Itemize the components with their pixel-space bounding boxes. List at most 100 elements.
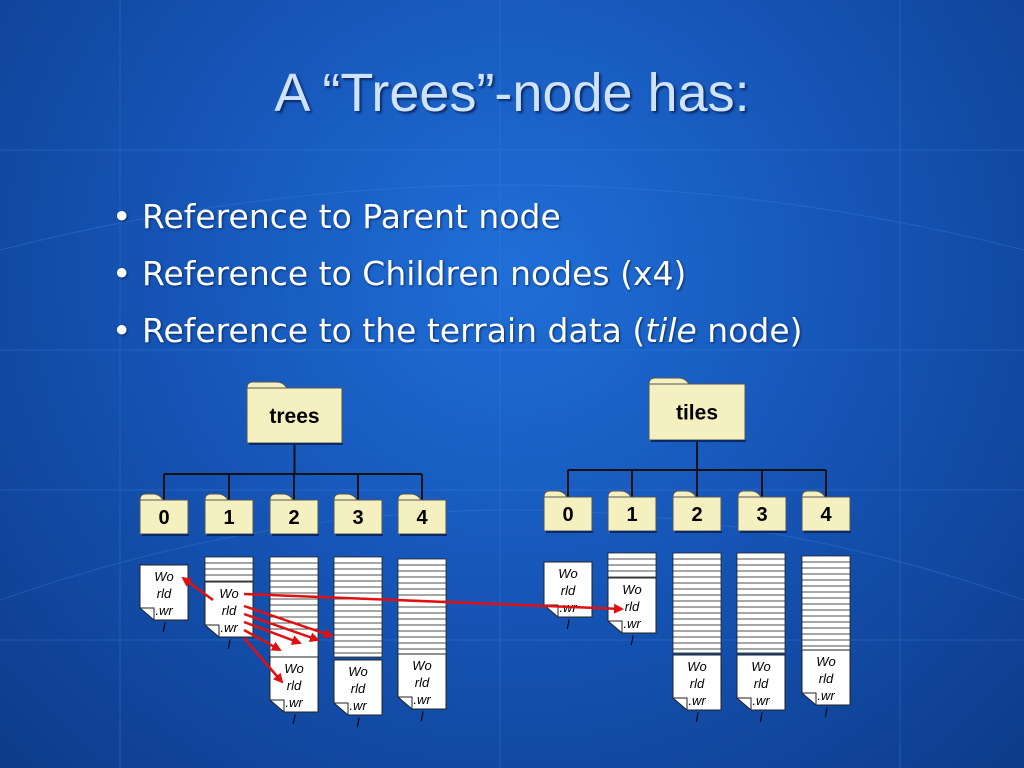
document-label: l: [760, 710, 764, 725]
document-page: [607, 577, 657, 634]
document-label: Wo: [284, 661, 304, 676]
document-label: Wo: [751, 659, 771, 674]
stacked-page: [397, 648, 447, 655]
tiles-child-folder-4: 4: [801, 490, 851, 533]
bullet-text-suffix: node): [696, 311, 803, 350]
document-label: rld: [287, 678, 302, 693]
folder-body: [204, 499, 254, 535]
tiles-file-3: Wo rld .wr l: [736, 654, 786, 725]
tiles-stack-4: [801, 555, 851, 655]
folder-label: tiles: [676, 402, 718, 425]
document-fold: [270, 699, 285, 712]
folder-body: [672, 496, 722, 532]
bullet-dot: •: [112, 254, 132, 293]
folder-label: 2: [691, 504, 702, 526]
document-fold: [802, 692, 817, 705]
document-label: l: [567, 617, 571, 632]
trees-stack-3: [333, 556, 383, 658]
tiles-root-folder: tiles: [648, 377, 746, 442]
document-label: rld: [754, 676, 769, 691]
document-label: Wo: [348, 664, 368, 679]
bullet-dot: •: [112, 311, 132, 350]
document-page: [543, 561, 593, 618]
folder-body: [246, 387, 343, 444]
parent-reference-arrow: [181, 576, 214, 602]
document-label: rld: [625, 599, 640, 614]
document-page: [801, 649, 851, 706]
trees-stack-1: [204, 556, 254, 584]
document-label: Wo: [558, 566, 578, 581]
stacked-page: [333, 652, 383, 658]
folder-body: [607, 496, 657, 532]
folder-body: [269, 499, 319, 535]
tiles-stack-2: [672, 552, 722, 654]
folder-body: [543, 496, 593, 532]
document-label: .wr: [752, 693, 770, 708]
bullet-text: Reference to Parent node: [142, 197, 561, 236]
document-label: l: [825, 705, 829, 720]
document-label: Wo: [154, 569, 174, 584]
trees-child-folder-4: 4: [397, 493, 447, 536]
document-page: [204, 581, 254, 638]
folder-label: 0: [158, 507, 169, 529]
document-label: .wr: [220, 620, 238, 635]
document-label: .wr: [623, 616, 641, 631]
document-label: l: [228, 637, 232, 652]
folder-label: 1: [223, 507, 234, 529]
document-label: .wr: [413, 692, 431, 707]
document-fold: [398, 696, 413, 709]
document-label: .wr: [817, 688, 835, 703]
document-fold: [334, 702, 349, 715]
document-label: Wo: [687, 659, 707, 674]
folder-body: [801, 496, 851, 532]
folder-body: [397, 499, 447, 535]
bullet-item: •Reference to Children nodes (x4): [112, 245, 803, 302]
document-fold: [205, 624, 220, 637]
document-label: rld: [351, 681, 366, 696]
child-reference-arrow: [243, 604, 334, 639]
tile-reference-arrow: [243, 592, 624, 614]
trees-stack-4: [397, 558, 447, 655]
document-fold: [673, 697, 688, 710]
child-reference-arrow: [243, 612, 320, 643]
bullet-item: •Reference to the terrain data (tile nod…: [112, 302, 803, 359]
stacked-page: [736, 648, 786, 654]
document-label: l: [631, 633, 635, 648]
document-page: [269, 656, 319, 713]
document-label: rld: [561, 583, 576, 598]
document-fold: [608, 620, 623, 633]
document-label: rld: [157, 586, 172, 601]
trees-root-folder: trees: [246, 381, 343, 445]
trees-child-folder-1: 1: [204, 493, 254, 536]
document-label: rld: [415, 675, 430, 690]
folder-label: 1: [626, 504, 637, 526]
folder-body: [139, 499, 189, 535]
document-label: .wr: [155, 603, 173, 618]
tiles-child-folder-3: 3: [737, 490, 787, 533]
folder-label: 3: [352, 507, 363, 529]
document-page: [139, 564, 189, 621]
tiles-child-folder-2: 2: [672, 490, 722, 533]
document-label: rld: [690, 676, 705, 691]
document-label: l: [421, 709, 425, 724]
tiles-stack-1: [607, 552, 657, 580]
document-page: [333, 659, 383, 716]
document-label: l: [293, 712, 297, 727]
folder-label: 3: [756, 504, 767, 526]
slide-title: A “Trees”-node has:: [274, 63, 750, 123]
tiles-child-folder-0: 0: [543, 490, 593, 533]
trees-child-folder-2: 2: [269, 493, 319, 536]
document-page: [672, 654, 722, 711]
folder-label: 0: [562, 504, 573, 526]
document-label: Wo: [816, 654, 836, 669]
document-label: .wr: [688, 693, 706, 708]
child-reference-arrow: [243, 628, 282, 652]
document-fold: [140, 607, 155, 620]
